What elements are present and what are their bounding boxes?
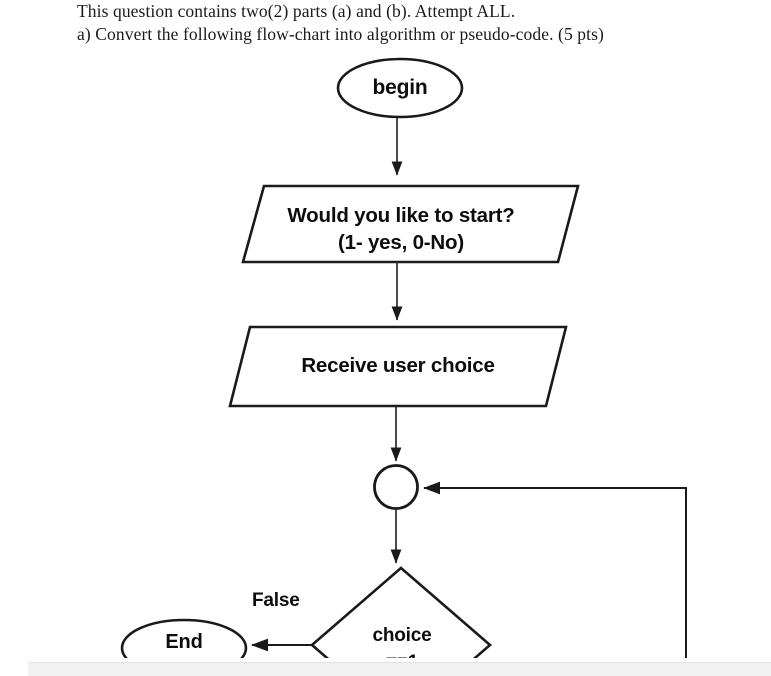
node-begin-shape xyxy=(336,57,464,119)
page-bottom-chrome-bar xyxy=(28,662,771,676)
edge-loop-back xyxy=(423,481,687,676)
node-input-prompt-shape xyxy=(241,184,580,264)
node-receive-choice-shape xyxy=(228,325,568,408)
node-receive-choice-label: Receive user choice xyxy=(301,354,495,377)
edge-label-false: False xyxy=(252,590,300,611)
page-left-margin xyxy=(0,662,28,676)
node-end-label: End xyxy=(165,631,203,653)
question-line-1: This question contains two(2) parts (a) … xyxy=(77,1,516,21)
page-bottom-spacer xyxy=(0,658,771,662)
node-begin-label: begin xyxy=(372,76,428,99)
node-connector-shape xyxy=(373,464,419,510)
node-input-prompt-label: Would you like to start? (1- yes, 0-No) xyxy=(287,204,515,254)
question-line-2: a) Convert the following flow-chart into… xyxy=(77,24,604,44)
node-decision-shape xyxy=(310,566,492,676)
